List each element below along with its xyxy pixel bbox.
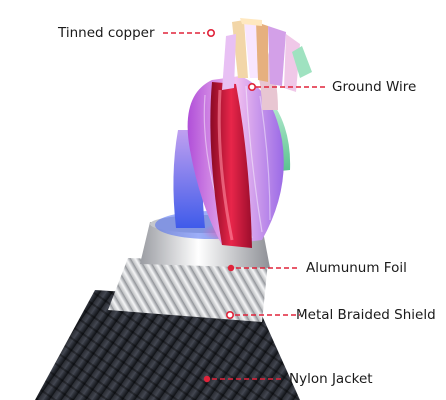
label-ground-wire: Ground Wire [332, 79, 417, 95]
red-wire-shape [210, 82, 252, 248]
marker-aluminum-foil [227, 264, 235, 272]
label-tinned-copper: Tinned copper [58, 25, 155, 41]
braided-shield-shape [108, 258, 268, 322]
label-aluminum-foil: Alumunum Foil [306, 260, 407, 276]
marker-ground-wire [248, 83, 257, 92]
marker-braided-shield [226, 310, 235, 319]
marker-tinned-copper [207, 28, 216, 37]
label-nylon-jacket: Nylon Jacket [289, 371, 373, 387]
label-braided-shield: Metal Braided Shield [296, 307, 436, 323]
marker-nylon-jacket [203, 375, 211, 383]
copper-strands [222, 18, 312, 92]
